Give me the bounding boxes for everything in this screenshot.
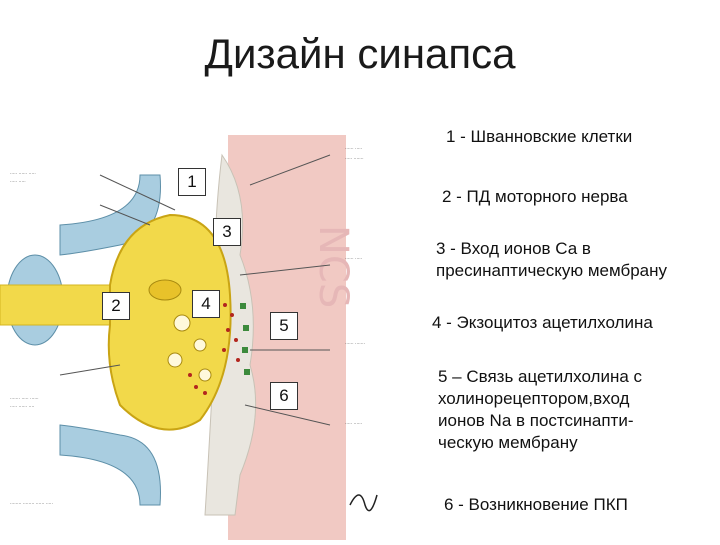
- label-leaders: [59, 154, 331, 426]
- svg-text:······· ····· ······: ······· ····· ······: [10, 397, 39, 402]
- svg-text:····· ·······: ····· ·······: [345, 157, 364, 162]
- fine-print-annotations: ····· ······ ····· ····· ····· ······· ·…: [10, 147, 365, 507]
- marker-4: 4: [192, 290, 220, 318]
- acetylcholine-dots: [188, 303, 240, 395]
- synapse-illustration: NCS: [0, 135, 440, 540]
- svg-text:····· ······: ····· ······: [345, 422, 362, 427]
- nerve-terminal: [107, 213, 232, 431]
- marker-5: 5: [270, 312, 298, 340]
- schwann-cell-bottom: [59, 424, 161, 506]
- svg-text:········ ········ ······ ·····: ········ ········ ······ ·····: [10, 502, 53, 507]
- legend-item-6: 6 - Возникновение ПКП: [444, 495, 628, 514]
- ach-receptors: [240, 303, 250, 375]
- svg-text:······ ·······: ······ ·······: [345, 342, 365, 347]
- legend-item-5: 5 – Связь ацетилхолина с холинорецепторо…: [438, 367, 643, 452]
- legend-item-1: 1 - Шванновские клетки: [446, 127, 633, 146]
- page-title: Дизайн синапса: [204, 30, 516, 77]
- legend-item-2: 2 - ПД моторного нерва: [442, 187, 628, 206]
- marker-1: 1: [178, 168, 206, 196]
- vesicle: [198, 368, 212, 382]
- vesicle: [167, 352, 183, 368]
- synapse-diagram: NCS: [0, 135, 378, 540]
- legend-item-4: 4 - Экзоцитоз ацетилхолина: [432, 313, 653, 332]
- svg-text:····· ······ ·····: ····· ······ ·····: [10, 172, 36, 177]
- svg-text:······ ·····: ······ ·····: [345, 147, 362, 152]
- svg-text:····· ·····: ····· ·····: [10, 180, 26, 185]
- marker-6: 6: [270, 382, 298, 410]
- marker-3: 3: [213, 218, 241, 246]
- mitochondrion: [148, 279, 182, 301]
- svg-text:····· ······ ····: ····· ······ ····: [10, 405, 34, 410]
- vesicle: [193, 338, 207, 352]
- svg-text:······ ·····: ······ ·····: [345, 257, 362, 262]
- signature: [349, 494, 378, 512]
- marker-2: 2: [102, 292, 130, 320]
- vesicle: [173, 314, 191, 332]
- legend-item-3: 3 - Вход ионов Са в пресинаптическую мем…: [436, 239, 668, 280]
